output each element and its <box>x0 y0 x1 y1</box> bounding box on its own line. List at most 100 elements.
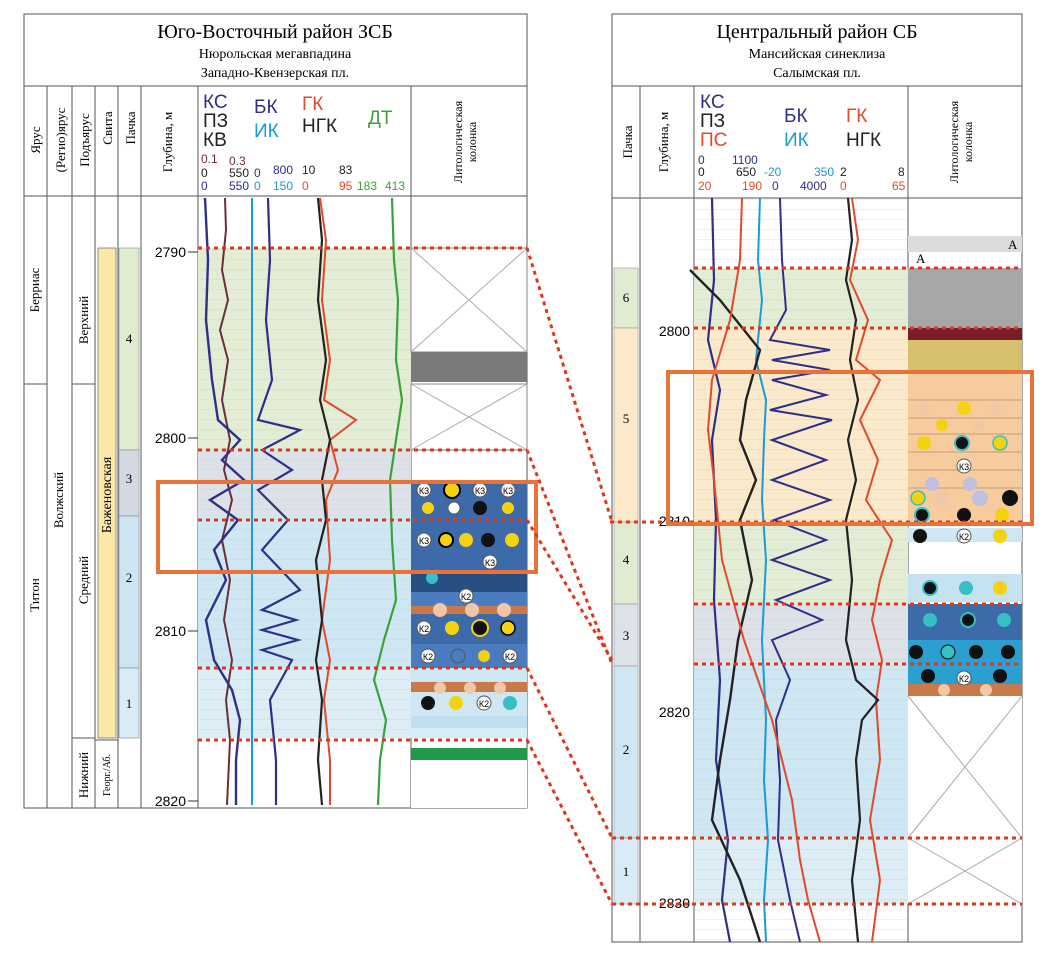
r-curve-gk: ГК <box>846 106 867 127</box>
r-pack-4: 4 <box>623 552 630 567</box>
formation-georg: Георг./Аб. <box>102 754 113 796</box>
r-curve-pz: ПЗ <box>700 111 725 132</box>
right-area: Салымская пл. <box>773 66 861 81</box>
curve-bk-line <box>256 197 304 805</box>
scale-ik-min: 0 <box>254 179 261 193</box>
col-header-substage: Подъярус <box>77 113 92 167</box>
r-depth-2800: 2800 <box>659 323 690 339</box>
marker-a-left: А <box>916 251 926 266</box>
marker-a-right: А <box>1008 237 1018 252</box>
scale-ngk-min: 10 <box>302 163 316 177</box>
r-scale-ik-min: -20 <box>764 165 782 179</box>
k3-label: К3 <box>475 486 485 496</box>
k3-label: К3 <box>503 486 513 496</box>
scale-ks-max: 550 <box>229 179 249 193</box>
r-curve-ik-line <box>754 197 770 943</box>
curve-gk: ГК <box>302 94 323 115</box>
log-grid <box>198 248 411 738</box>
k2-label: К2 <box>505 652 515 662</box>
k2-label: К2 <box>423 652 433 662</box>
r-pack-2: 2 <box>623 742 630 757</box>
r-curve-ks: КС <box>700 92 725 113</box>
r-pack-5: 5 <box>623 411 630 426</box>
pack-4: 4 <box>126 331 133 346</box>
col-header-regional: (Регио)ярус <box>53 107 68 172</box>
right-subregion: Мансийская синеклиза <box>749 47 887 62</box>
depth-2800: 2800 <box>155 430 186 446</box>
r-scale-pz-min: 0 <box>698 165 705 179</box>
r-pack-3: 3 <box>623 628 630 643</box>
right-section: Центральный район СБ Мансийская синеклиз… <box>610 13 1034 943</box>
stage-berriasian: Берриас <box>27 267 42 312</box>
col-header-depth: Глубина, м <box>160 112 175 172</box>
r-k3-label: К3 <box>959 462 969 472</box>
depth-2810: 2810 <box>155 623 186 639</box>
scale-kv-max: 0.3 <box>229 154 246 168</box>
curve-kv-line <box>218 197 234 806</box>
curve-bk: БК <box>254 97 278 118</box>
scale-ik-max: 150 <box>273 179 293 193</box>
r-scale-ks-min: 0 <box>698 153 705 167</box>
k3-label: К3 <box>485 558 495 568</box>
r-curve-ik: ИК <box>784 130 809 151</box>
curve-dt-line <box>372 197 404 806</box>
r-depth-2820: 2820 <box>659 704 690 720</box>
r-scale-ks-max: 1100 <box>732 153 758 167</box>
r-scale-gk-min: 0 <box>840 179 847 193</box>
r-scale-gk-max: 65 <box>892 179 906 193</box>
scale-ks-min: 0 <box>201 179 208 193</box>
r-scale-ngk-max: 8 <box>898 165 905 179</box>
depth-2820: 2820 <box>155 793 186 809</box>
right-col-header-lithology-2: колонка <box>961 121 975 162</box>
r-curve-ngk-line <box>844 197 880 943</box>
col-header-lithology-1: Литологическая <box>451 100 465 183</box>
correlation-lines <box>525 247 614 905</box>
left-header-box <box>23 85 528 197</box>
r-scale-bk-max: 4000 <box>800 179 827 193</box>
scale-ngk-max: 83 <box>339 163 353 177</box>
r-pack-6: 6 <box>623 290 630 305</box>
k2-label: К2 <box>419 624 429 634</box>
r-scale-ps-max: 190 <box>742 179 762 193</box>
pack-3: 3 <box>126 471 133 486</box>
right-col-header-pack: Пачка <box>620 125 635 158</box>
col-header-stage: Ярус <box>28 126 43 153</box>
k2-label: К2 <box>479 699 489 709</box>
left-area: Западно-Квензерская пл. <box>201 66 349 81</box>
r-k2-label: К2 <box>959 532 969 542</box>
r-k2-label: К2 <box>959 674 969 684</box>
r-curve-bk-line <box>768 197 834 943</box>
k3-label: К3 <box>419 486 429 496</box>
curve-kv: КВ <box>203 130 227 151</box>
scale-bk-min: 0 <box>254 166 261 180</box>
left-highlight-box <box>156 480 538 574</box>
right-col-header-depth: Глубина, м <box>656 112 671 172</box>
r-curve-pz-line <box>689 269 762 943</box>
substage-upper: Верхний <box>76 296 91 344</box>
curve-dt: ДТ <box>368 108 393 129</box>
right-header-box <box>611 85 1023 199</box>
right-title-box <box>611 13 1023 87</box>
r-curve-gk-line <box>848 197 894 943</box>
left-lithology: К3 К3 К3 К3 К3 К2 К2 <box>410 247 528 808</box>
r-pack-1: 1 <box>623 864 630 879</box>
scale-kv-min: 0.1 <box>201 152 218 166</box>
k3-label: К3 <box>419 536 429 546</box>
curve-ngk: НГК <box>302 116 337 137</box>
substage-lower: Нижний <box>76 752 91 798</box>
r-curve-ps-line <box>706 197 821 943</box>
scale-bk-max: 800 <box>273 163 293 177</box>
curve-gk-line <box>319 197 358 805</box>
r-scale-pz-max: 650 <box>736 165 756 179</box>
pack-2: 2 <box>126 570 133 585</box>
left-subregion: Нюрольская мегавпадина <box>199 47 352 62</box>
right-highlight-box <box>666 370 1034 526</box>
col-header-pack: Пачка <box>123 111 138 144</box>
col-header-formation: Свита <box>100 111 115 145</box>
substage-middle: Средний <box>76 556 91 604</box>
scale-gk-max: 95 <box>339 179 353 193</box>
pack-1: 1 <box>126 696 133 711</box>
left-section: Юго-Восточный район ЗСБ Нюрольская мегав… <box>23 13 538 809</box>
right-lithology: А А <box>907 236 1023 905</box>
curve-ks: КС <box>203 92 228 113</box>
